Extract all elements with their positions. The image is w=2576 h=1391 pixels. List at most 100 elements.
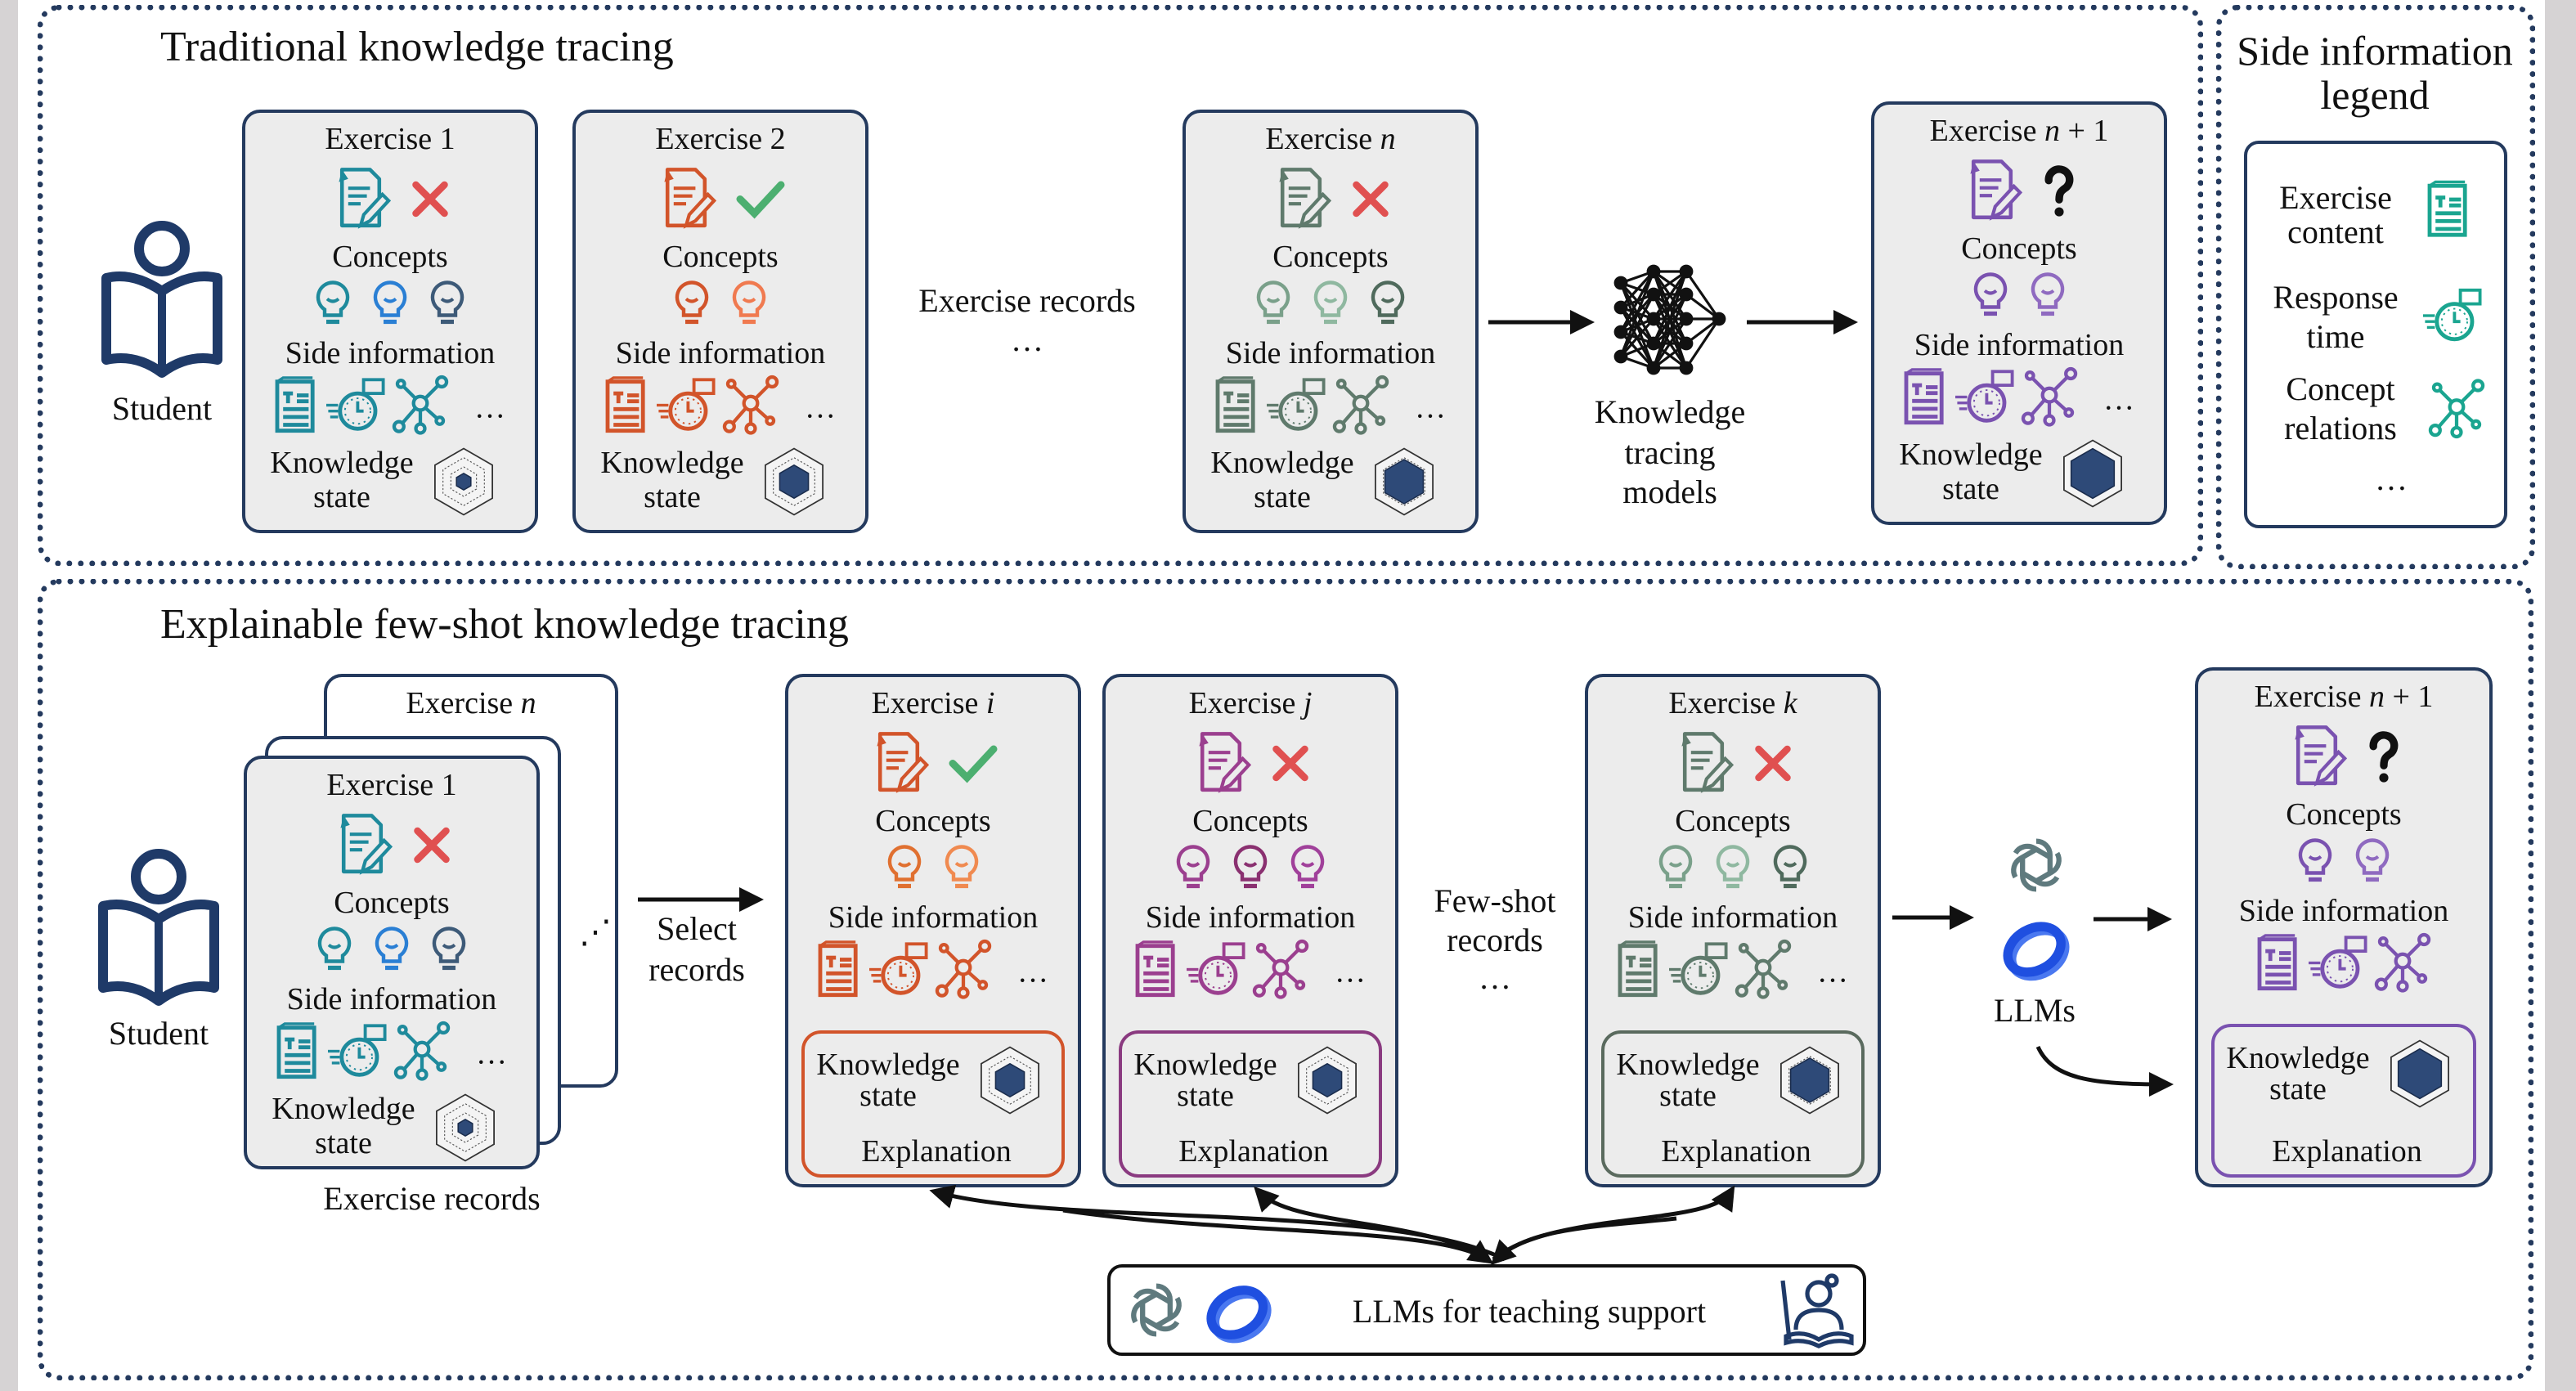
knowledge-radar-icon [2383,1037,2457,1115]
stopwatch-icon [325,1022,389,1085]
exercise-icon [1961,159,2023,228]
openai-icon [2002,831,2074,904]
side-information-icons [2198,932,2489,998]
arrow-support-from-k [1490,1216,1677,1266]
side-information-label: Side information [1145,900,1356,935]
card-title-var: n [2044,114,2060,148]
exercise-icon [330,167,392,236]
concept-bulbs [245,280,535,333]
legend-response-time-l2: time [2306,318,2365,355]
check-icon [735,179,786,224]
exercise-row [1874,159,2164,228]
legend-exercise-content-l2: content [2287,213,2384,250]
legend-network-icon [2427,378,2486,444]
card-title: Exercise n + 1 [1874,113,2164,149]
legend-concept-relations-l2: relations [2284,410,2397,446]
concept-bulbs [1106,844,1395,897]
lightbulb-icon [885,844,924,897]
explainable-kt-title: Explainable few-shot knowledge tracing [160,601,849,648]
few-shot-records-l1: Few-shot [1434,882,1556,919]
right-margin [2545,0,2576,1391]
network-icon [934,939,993,1005]
side-information-icons: … [1186,375,1475,441]
stopwatch-icon [867,940,931,1003]
concept-bulbs [2198,837,2489,891]
blue-ring-llm-icon [1202,1276,1276,1353]
network-icon [2020,366,2079,433]
lightbulb-icon [1254,280,1293,333]
stopwatch-icon [1667,940,1730,1003]
exercise-row [1186,167,1475,236]
state-label: state [859,1079,917,1113]
knowledge-label: Knowledge [600,446,744,480]
lightbulb-icon [2353,837,2392,891]
document-icon [273,376,321,439]
exercise-records-ellipsis-top: … [1011,321,1043,358]
exercise-icon [2286,725,2348,794]
stopwatch-icon [654,376,718,439]
document-icon [816,940,864,1003]
knowledge-label: Knowledge [272,1092,415,1126]
stopwatch-icon [2306,934,2370,997]
side-information-label: Side information [1914,328,2125,362]
card-title-prefix: Exercise [1188,686,1304,720]
document-icon [1133,940,1181,1003]
state-label: state [1177,1079,1234,1113]
knowledge-label: Knowledge [1616,1048,1760,1082]
concept-bulbs [247,926,536,979]
legend-exercise-content-l1: Exercise [2279,179,2392,216]
lightbulb-icon [1174,844,1213,897]
lightbulb-icon [1311,280,1350,333]
student-icon-bottom [96,847,221,1010]
lightbulb-icon [370,280,410,333]
question-icon [2366,731,2402,787]
side-information-label: Side information [1627,900,1838,935]
state-label: state [315,1126,372,1160]
lightbulb-icon [1713,844,1752,897]
more-ellipsis: … [1817,954,1850,989]
knowledge-label: Knowledge [1133,1048,1277,1082]
left-margin [0,0,18,1391]
explainable-kt-panel [38,579,2533,1380]
card-title: Exercise 2 [576,121,865,157]
side-information-icons: … [1106,939,1395,1005]
card-title: Exercise 1 [245,121,535,157]
legend-box [2244,141,2507,528]
legend-stopwatch-icon [2421,286,2484,349]
llms-label: LLMs [1994,992,2076,1029]
side-information-label: Side information [2238,894,2449,928]
network-icon [1251,939,1310,1005]
lightbulb-icon [2296,837,2335,891]
llms-teaching-support-label: LLMs for teaching support [1352,1293,1707,1330]
kt-models-l1: Knowledge [1594,393,1746,430]
card-title: Exercise i [788,685,1078,721]
more-ellipsis: … [476,1036,509,1070]
card-title-var: j [1303,686,1313,720]
exercise-row [1106,731,1395,801]
card-title-var: n [2368,680,2385,714]
network-icon [1331,375,1390,441]
legend-title-line1: Side information [2237,27,2513,74]
few-shot-records-l2: records [1447,922,1543,958]
lightbulb-icon [1971,271,2010,325]
select-records-l1: Select [657,910,737,947]
arrow-llms-to-explanation [2035,1045,2174,1097]
legend-more: … [2375,460,2408,497]
student-label-bottom: Student [108,1015,209,1052]
openai-icon [1122,1276,1191,1353]
network-icon [721,375,780,441]
side-info-legend-panel [2216,5,2535,569]
concepts-label: Concepts [1961,231,2077,266]
network-icon [393,1021,451,1087]
exercise-icon [331,813,393,882]
cross-icon [1752,743,1793,788]
exercise-icon [868,731,930,801]
